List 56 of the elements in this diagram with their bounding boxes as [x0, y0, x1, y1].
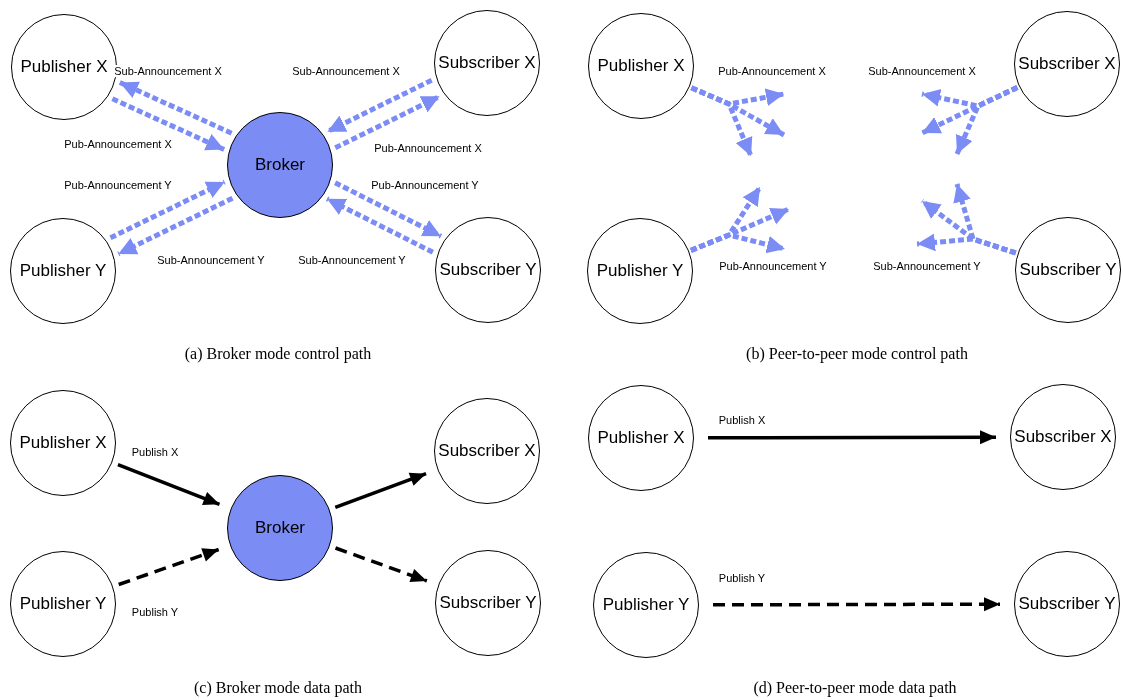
node-label: Broker: [254, 518, 306, 538]
edge-label: Sub-Announcement X: [113, 65, 223, 77]
node-label: Subscriber Y: [1019, 260, 1117, 280]
arrow: [109, 179, 226, 241]
node-label: Subscriber X: [1014, 427, 1112, 447]
arrow: [690, 85, 754, 157]
edge-label: Pub-Announcement Y: [370, 179, 480, 191]
edge-label: Publish X: [130, 446, 180, 458]
arrow: [708, 430, 996, 445]
edge-label: Pub-Announcement X: [63, 138, 173, 150]
node-label: Subscriber X: [438, 53, 536, 73]
edge-label: Pub-Announcement Y: [63, 179, 173, 191]
edge-label: Pub-Announcement X: [717, 65, 827, 77]
node-label: Publisher X: [19, 433, 107, 453]
node-label: Publisher X: [20, 57, 108, 77]
node-label: Publisher Y: [596, 261, 684, 281]
subfigure-caption: (b) Peer-to-peer mode control path: [746, 345, 968, 363]
node-label: Publisher Y: [19, 261, 107, 281]
edge-label: Sub-Announcement Y: [297, 254, 407, 266]
node-label: Subscriber X: [1018, 54, 1116, 74]
edge-label: Publish Y: [130, 606, 180, 618]
arrow: [334, 94, 441, 151]
node-label: Publisher Y: [602, 595, 690, 615]
node-label: Subscriber X: [438, 441, 536, 461]
subfigure-caption: (d) Peer-to-peer mode data path: [753, 679, 957, 697]
node-label: Subscriber Y: [1018, 594, 1116, 614]
arrow: [334, 546, 428, 583]
subfigure-caption: (c) Broker mode data path: [194, 679, 362, 697]
node-label: Subscriber Y: [439, 593, 537, 613]
arrow: [713, 597, 1000, 612]
edge-label: Sub-Announcement X: [867, 65, 977, 77]
arrow: [118, 547, 220, 587]
edge-label: Sub-Announcement Y: [872, 260, 982, 272]
node-label: Publisher X: [597, 428, 685, 448]
arrow: [334, 180, 443, 239]
arrow: [117, 462, 221, 506]
arrow: [117, 195, 234, 257]
subfigure-caption: (a) Broker mode control path: [184, 345, 372, 363]
arrow: [334, 472, 427, 510]
edge-label: Pub-Announcement X: [373, 142, 483, 154]
arrow: [690, 232, 786, 254]
edge-label: Sub-Announcement Y: [156, 254, 266, 266]
arrow: [325, 196, 434, 255]
edge-label: Publish Y: [717, 572, 767, 584]
arrow: [326, 77, 433, 134]
edge-label: Publish X: [717, 414, 767, 426]
node-label: Broker: [254, 155, 306, 175]
node-label: Publisher X: [597, 56, 685, 76]
node-label: Publisher Y: [19, 594, 107, 614]
arrow: [954, 85, 1019, 155]
arrow: [111, 96, 226, 152]
arrow: [118, 80, 233, 136]
arrow: [916, 233, 1017, 256]
node-label: Subscriber Y: [439, 260, 537, 280]
edge-label: Sub-Announcement X: [291, 65, 401, 77]
edge-label: Pub-Announcement Y: [718, 260, 828, 272]
